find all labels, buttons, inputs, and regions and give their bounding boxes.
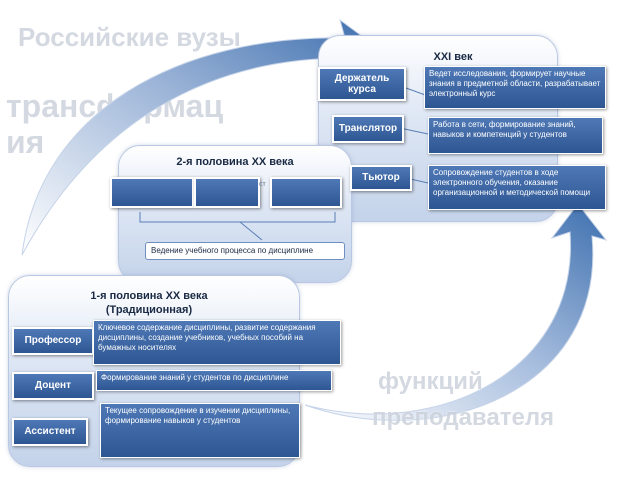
connector-translator	[399, 127, 429, 135]
desc-professor-20a: Ключевое содержание дисциплины, развитие…	[93, 320, 341, 365]
role-tutor: Тьютор	[350, 165, 412, 191]
panel-20th-first-half-title-line1: 1-я половина XX века	[90, 290, 208, 302]
desc-translator: Работа в сети, формирование знаний, навы…	[428, 117, 603, 154]
role-professor-20b	[110, 177, 194, 208]
desc-assistant-20a: Текущее сопровождение в изучении дисципл…	[100, 403, 300, 458]
functions-label-line2: преподавателя	[372, 404, 555, 431]
role-translator: Транслятор	[332, 115, 404, 143]
connector-group-20b-down	[239, 221, 263, 241]
desc-tutor: Сопровождение студентов в ходе электронн…	[428, 165, 606, 210]
role-professor-20a: Профессор	[12, 327, 94, 355]
desc-docent-20a: Формирование знаний у студентов по дисци…	[96, 370, 332, 391]
functions-label-line1: функций	[378, 368, 483, 395]
hidden-text-peek: ст	[259, 181, 266, 188]
panel-21st-century-title: XXI век	[433, 51, 473, 63]
role-docent-20b	[194, 177, 260, 208]
lower-cycle-arrow	[304, 203, 608, 421]
panel-20th-second-half-title: 2-я половина XX века	[176, 156, 294, 168]
panel-20th-century-second-half: 2-я половина XX века	[118, 145, 352, 283]
desc-course-holder: Ведет исследования, формирует научные зн…	[424, 66, 606, 109]
role-assistant-20b	[270, 177, 342, 208]
role-course-holder: Держатель курса	[318, 67, 406, 101]
russian-universities-label: Российские вузы	[18, 22, 241, 52]
role-assistant-20a: Ассистент	[12, 418, 88, 446]
transformation-label-line2: ия	[6, 124, 45, 160]
desc-20b-teaching: Ведение учебного процесса по дисциплине	[145, 242, 345, 260]
connector-group-20b	[139, 212, 336, 223]
panel-20th-first-half-title-line2: (Традиционная)	[105, 304, 193, 316]
role-docent-20a: Доцент	[12, 372, 94, 400]
